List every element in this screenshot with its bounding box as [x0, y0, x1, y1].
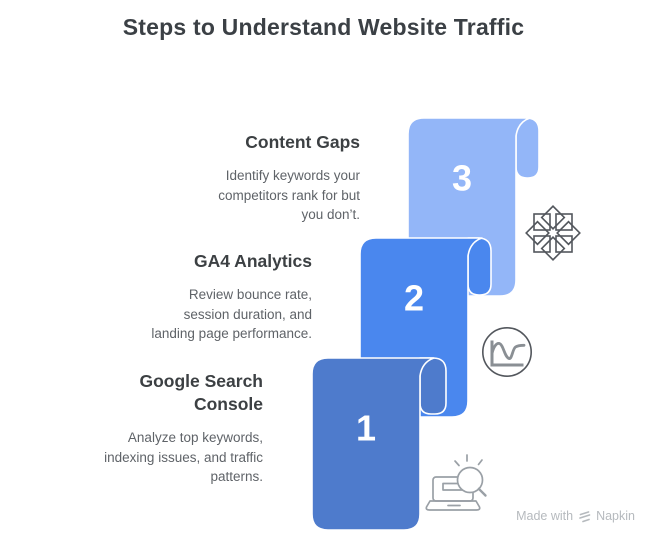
step-3-description: Identify keywords your competitors rank …: [218, 168, 360, 223]
laptop-search-icon: [425, 454, 487, 511]
screen-text-lines: [442, 482, 463, 491]
ribbon-flap: [467, 237, 492, 296]
sparkle-rays: [454, 454, 483, 467]
step-3-number: 3: [452, 158, 472, 199]
ornament-diamond-icon: [525, 205, 581, 261]
line-chart-circle-icon: [481, 326, 533, 378]
napkin-logo-icon: [579, 510, 591, 522]
step-2-text-block: GA4 Analytics Review bounce rate, sessio…: [122, 250, 312, 344]
step-3-text-block: Content Gaps Identify keywords your comp…: [175, 131, 360, 225]
step-1-description: Analyze top keywords, indexing issues, a…: [104, 430, 263, 485]
step-2-description: Review bounce rate, session duration, an…: [151, 287, 312, 342]
napkin-brand-label: Napkin: [596, 509, 635, 523]
made-with-label: Made with: [516, 509, 574, 523]
step-1-number: 1: [356, 408, 376, 449]
magnifier-lens: [456, 466, 484, 494]
ribbon-flap: [515, 117, 540, 179]
ribbon-flap: [419, 357, 447, 415]
step-2-number: 2: [404, 278, 424, 319]
page-title: Steps to Understand Website Traffic: [122, 14, 525, 40]
step-3-title: Content Gaps: [245, 132, 360, 152]
step-1-ribbon: 1: [311, 357, 447, 531]
magnifier-handle: [477, 487, 487, 497]
step-2-title: GA4 Analytics: [193, 251, 312, 271]
laptop-base: [425, 500, 481, 511]
made-with-napkin-credit[interactable]: Made with Napkin: [516, 507, 635, 525]
step-1-title: Google Search Console: [139, 371, 263, 415]
step-1-text-block: Google Search Console Analyze top keywor…: [83, 370, 263, 487]
ribbon-body: [311, 357, 435, 531]
